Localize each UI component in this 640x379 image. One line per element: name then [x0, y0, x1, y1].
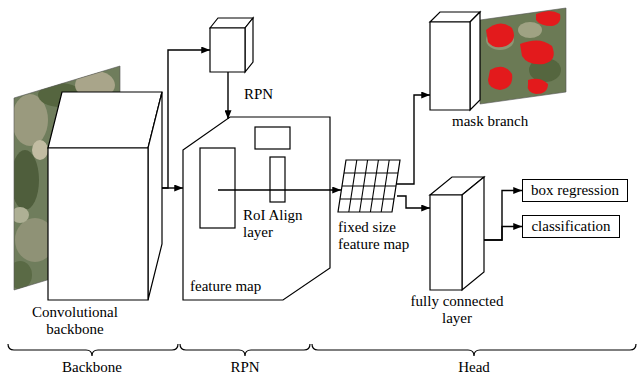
mask-frame — [480, 8, 566, 104]
roi-box — [270, 157, 285, 202]
shape-group — [338, 160, 400, 212]
feature-plane — [183, 117, 330, 300]
connector-arrow — [484, 191, 522, 241]
grid-line — [344, 172, 398, 173]
mask-image — [470, 0, 570, 110]
node-shape — [430, 12, 480, 110]
connector-arrow — [227, 72, 228, 119]
backbone-block: Convolutional backbone — [48, 92, 162, 300]
grid-line — [340, 198, 394, 199]
shape-group — [48, 92, 162, 300]
output-box: classification — [522, 215, 620, 238]
connector-arrow — [396, 95, 430, 184]
grid-frame — [338, 160, 400, 212]
rpn-block: RPN — [210, 18, 253, 72]
section-label: Backbone — [62, 359, 122, 376]
head-brace — [312, 344, 636, 356]
node-label: fixed size feature map — [338, 219, 420, 253]
node-label: Convolutional backbone — [25, 304, 125, 338]
block-front — [210, 28, 245, 72]
section-label: RoI Align layer — [243, 207, 313, 241]
fixed-grid: fixed size feature map — [338, 160, 400, 212]
block-side — [245, 18, 253, 72]
output-box: box regression — [522, 179, 628, 202]
block-side — [470, 12, 480, 110]
shape-group — [210, 18, 253, 72]
shape-group — [183, 117, 330, 300]
shape-group — [430, 12, 480, 110]
node-label: fully connected layer — [403, 293, 511, 327]
grid-line — [342, 185, 396, 186]
node-shape — [338, 160, 400, 212]
roi-box — [200, 148, 235, 228]
node-label: mask branch — [452, 113, 528, 130]
mask-block: mask branch — [430, 12, 480, 110]
shape-group — [430, 177, 484, 290]
backbone-brace — [8, 344, 178, 356]
section-label: RPN — [230, 359, 259, 376]
node-shape — [48, 92, 162, 300]
block-side — [462, 177, 484, 290]
block-side — [148, 92, 162, 300]
block-front — [430, 22, 470, 110]
connector-arrow — [162, 50, 210, 188]
roi-box — [255, 127, 290, 149]
rpn-brace — [180, 344, 310, 356]
node-shape — [210, 18, 253, 72]
node-label: feature map — [190, 278, 261, 295]
block-front — [430, 195, 462, 290]
section-label: Head — [458, 359, 490, 376]
connector-arrow — [218, 189, 341, 190]
connector-arrow — [484, 227, 522, 241]
box-label: classification — [531, 218, 610, 235]
section-braces — [8, 344, 636, 356]
connector-arrow — [397, 196, 430, 208]
box-label: box regression — [531, 182, 619, 199]
node-label: RPN — [244, 86, 273, 103]
fc-block: fully connected layer — [430, 177, 484, 290]
block-top — [48, 92, 162, 148]
block-front — [48, 148, 148, 300]
node-shape — [430, 177, 484, 290]
